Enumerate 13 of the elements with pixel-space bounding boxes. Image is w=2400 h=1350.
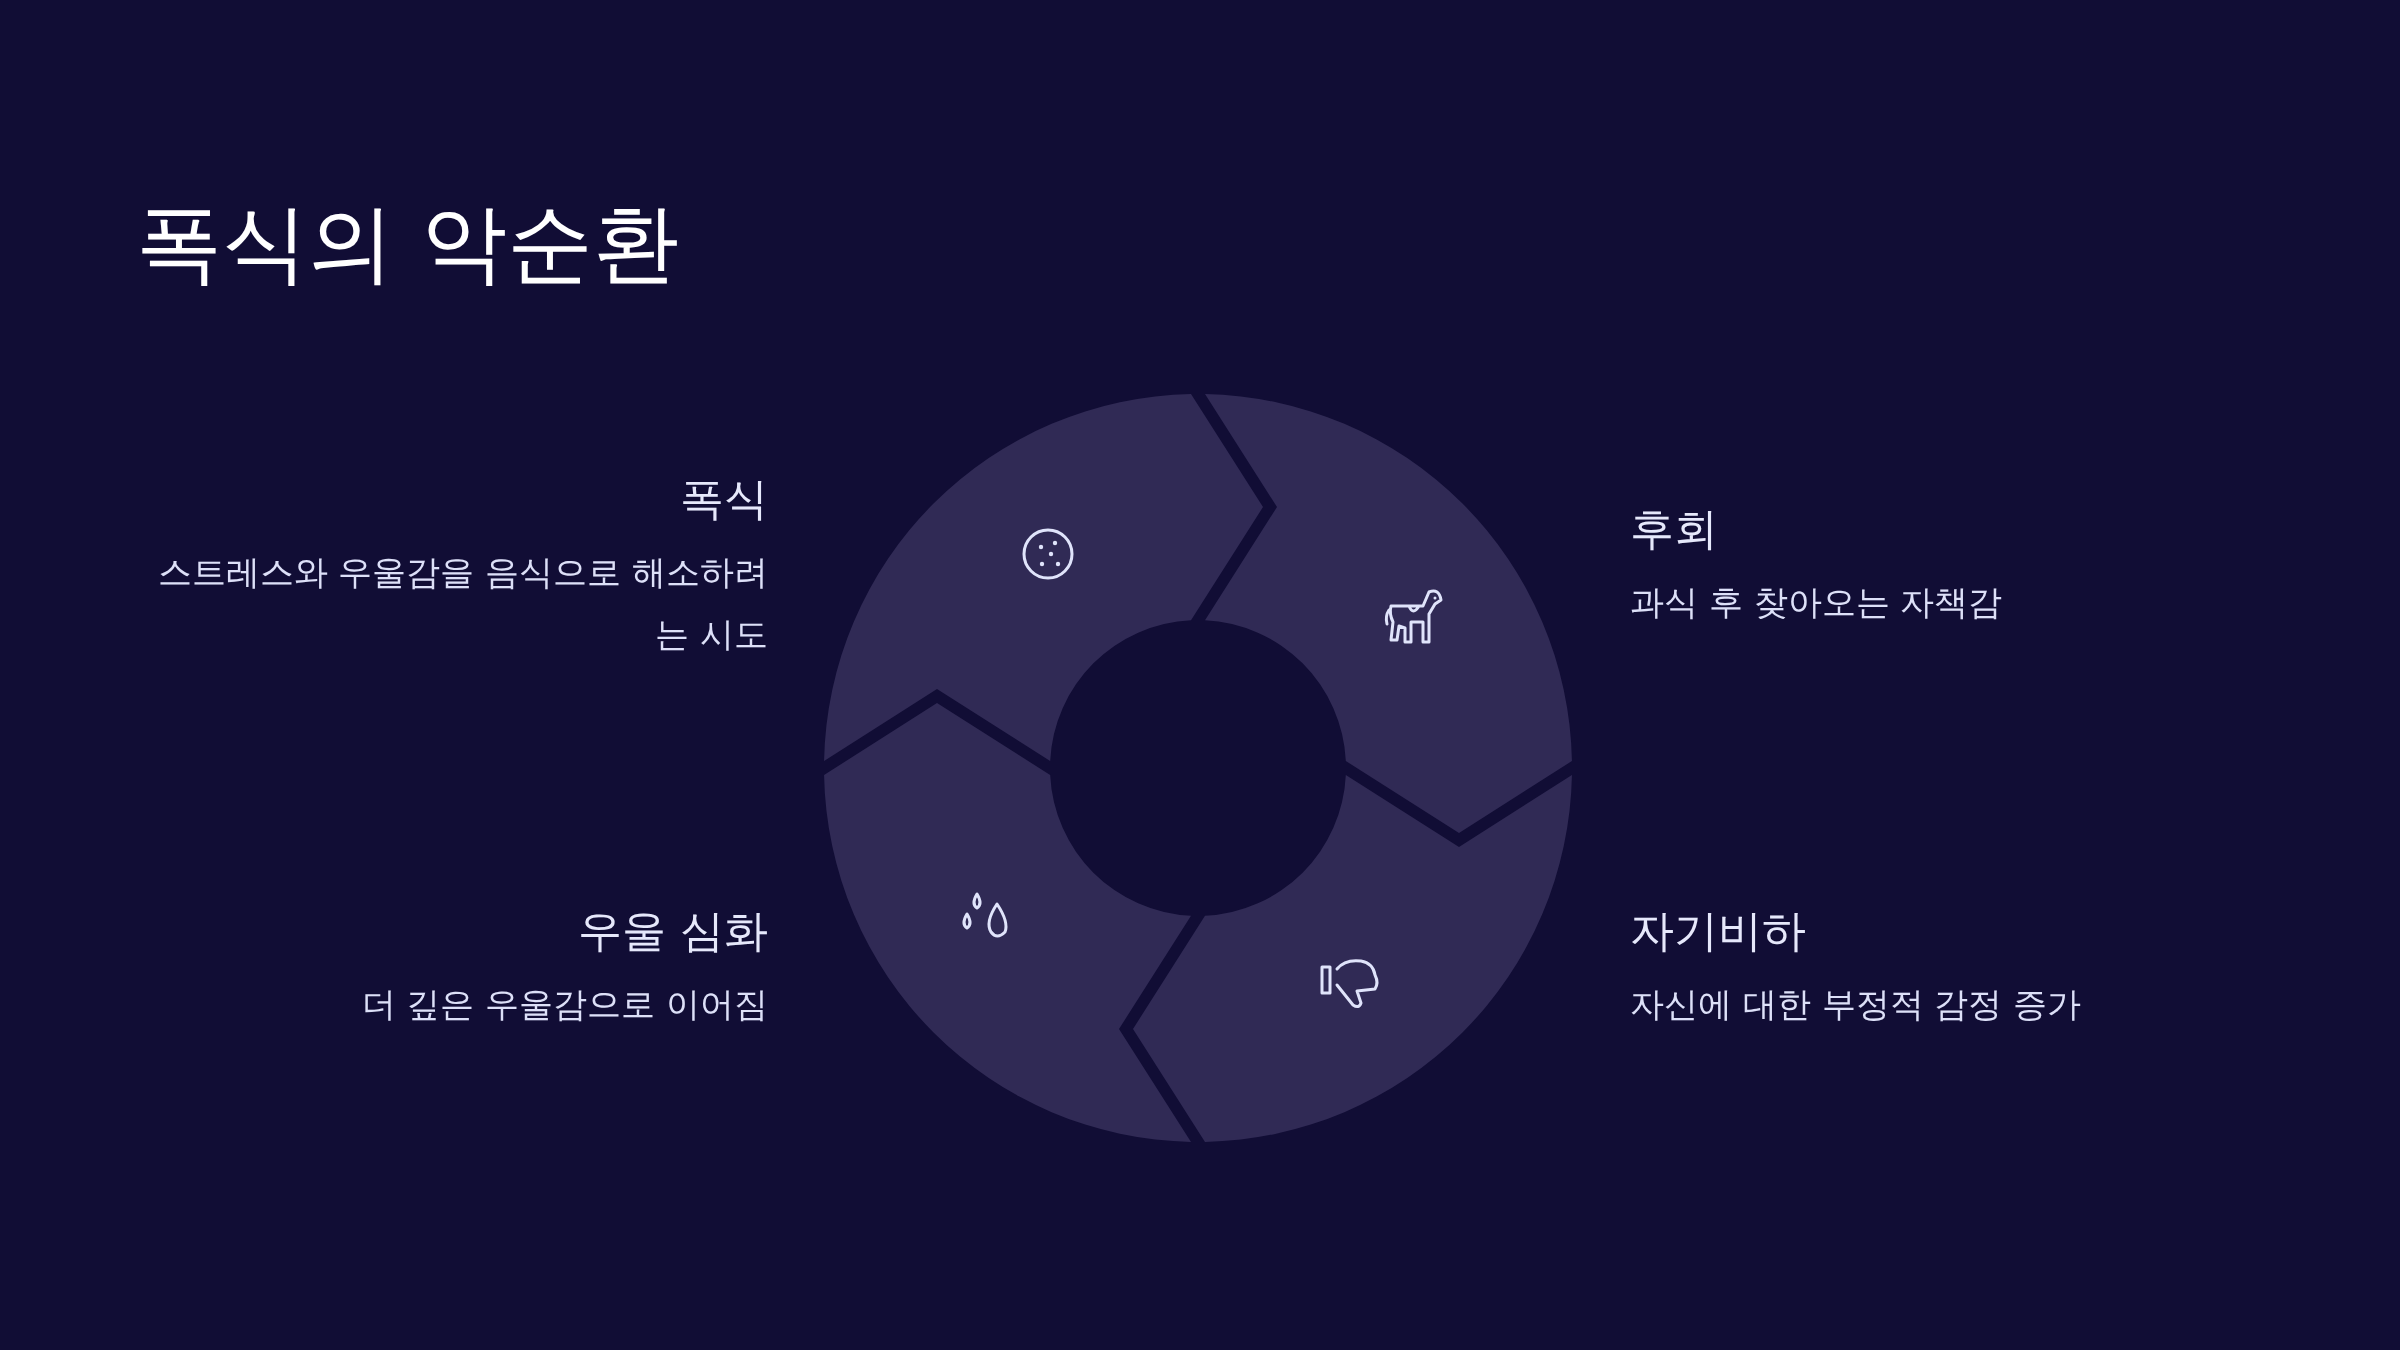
- title: 폭식의 악순환: [136, 196, 680, 291]
- step-description: 스트레스와 우울감을 음식으로 해소하려는 시도: [156, 551, 768, 657]
- step-description: 자신에 대한 부정적 감정 증가: [1630, 983, 2082, 1027]
- step-heading: 자기비하: [1630, 904, 1806, 958]
- ring-segment: [1133, 775, 1572, 1142]
- step-description: 과식 후 찾아오는 자책감: [1630, 581, 2003, 625]
- ring-segment: [1205, 394, 1572, 833]
- ring-segment: [824, 703, 1191, 1142]
- step-heading: 후회: [1630, 502, 1718, 556]
- step-heading: 폭식: [680, 472, 768, 526]
- step-heading: 우울 심화: [578, 904, 768, 958]
- ring-segment: [824, 394, 1263, 761]
- step-description: 더 깊은 우울감으로 이어짐: [361, 983, 768, 1027]
